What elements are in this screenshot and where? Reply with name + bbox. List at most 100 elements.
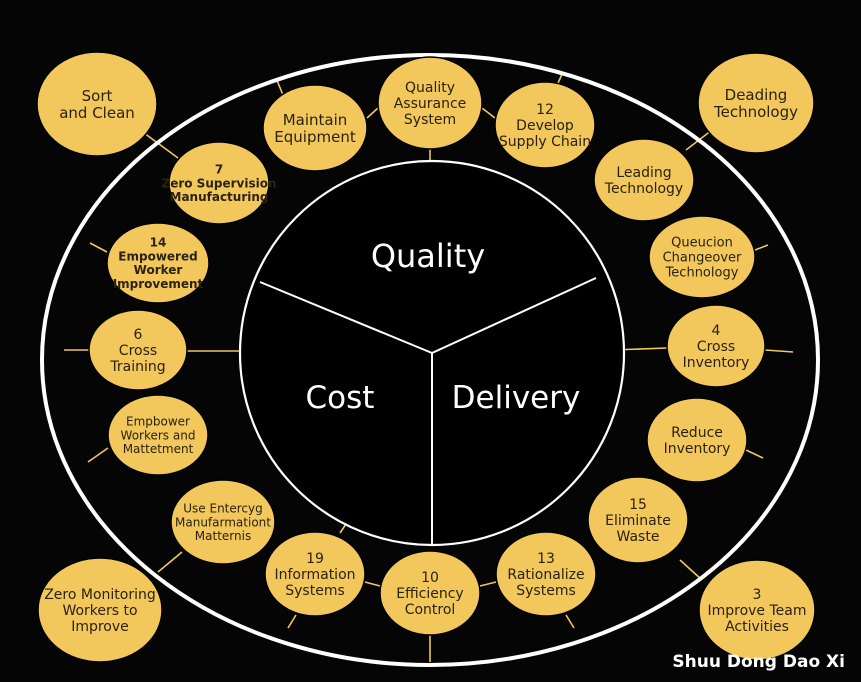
node-label: Cross <box>119 343 157 359</box>
cross-inventory-to-ring-link <box>764 349 794 353</box>
node-label: 12 <box>536 102 554 118</box>
node-label: Manufacturing <box>170 190 269 204</box>
node-label: Maintain <box>283 111 348 129</box>
node-label: 14 <box>150 236 167 250</box>
node-label: Assurance <box>394 96 467 112</box>
node-circle <box>377 56 483 150</box>
maintain-to-qas-link <box>366 107 379 119</box>
node-label: Inventory <box>683 355 750 371</box>
node-circle <box>168 141 270 225</box>
core-divider-left <box>259 281 433 354</box>
node-label: Efficiency <box>396 586 463 602</box>
node-circle <box>170 479 276 565</box>
node-label: Worker <box>134 263 183 277</box>
node-label: Waste <box>617 529 660 545</box>
node-circle <box>37 557 163 663</box>
node-label: Use Entercyg <box>183 502 263 516</box>
node-label: Technology <box>604 181 683 197</box>
reduce-to-ring-link <box>745 449 764 459</box>
outer-ring <box>40 53 820 667</box>
node-label: Inventory <box>664 441 731 457</box>
node-circle <box>379 550 481 636</box>
node-label: Improvement <box>113 277 204 291</box>
node-label: Manufarmationt <box>175 515 271 529</box>
zero-monitoring-link <box>157 551 183 573</box>
node-label: Supply Chain <box>499 134 591 150</box>
node-label: 6 <box>134 327 143 343</box>
core-label-cost: Cost <box>306 380 375 416</box>
empower-to-ring-link <box>87 447 109 463</box>
node-label: Develop <box>516 118 574 134</box>
node-label: and Clean <box>59 104 135 122</box>
node-label: 15 <box>629 497 647 513</box>
node-label: Sort <box>82 87 113 105</box>
node-label: Deading <box>725 86 788 104</box>
node-label: Equipment <box>274 128 356 146</box>
efficiency-to-info-link <box>364 581 381 587</box>
node-label: Queucion <box>671 236 733 251</box>
node-label: Mattetment <box>123 442 194 456</box>
rationalize-to-ring-link <box>565 614 575 629</box>
node-circle <box>666 304 766 388</box>
efficiency-to-rationalize-link <box>479 581 497 587</box>
node-label: Workers to <box>62 603 137 619</box>
node-circle <box>88 309 188 391</box>
node-circle <box>587 476 689 564</box>
node-label: Technology <box>713 103 798 121</box>
core-divider-right <box>431 277 597 354</box>
node-label: Control <box>405 602 456 618</box>
node-label: 3 <box>753 587 762 603</box>
node-label: Reduce <box>671 425 723 441</box>
node-label: 7 <box>215 163 223 177</box>
improve-team-link <box>679 559 703 581</box>
node-label: Quality <box>405 80 455 96</box>
node-label: Zero Monitoring <box>44 587 156 603</box>
qcd-core: Quality Cost Delivery <box>238 159 626 547</box>
node-label: 4 <box>712 323 721 339</box>
node-label: Information <box>274 567 355 583</box>
node-label: System <box>404 112 456 128</box>
node-label: 10 <box>421 570 439 586</box>
node-label: Matternis <box>195 529 251 543</box>
node-label: Training <box>109 359 165 375</box>
node-circle <box>593 138 695 222</box>
node-circle <box>107 394 209 476</box>
node-label: Activities <box>725 619 789 635</box>
node-circle <box>264 531 366 617</box>
node-circle <box>106 222 210 304</box>
node-label: Improve <box>71 619 129 635</box>
node-circle <box>36 51 158 157</box>
node-circle <box>495 531 597 617</box>
node-label: Rationalize <box>507 567 584 583</box>
watermark: Shuu Dong Dao Xi <box>672 652 845 672</box>
empowered-to-ring-link <box>89 242 108 253</box>
quick-changeover-to-ring-link <box>754 244 769 251</box>
node-label: Empowered <box>118 249 197 263</box>
core-label-delivery: Delivery <box>452 380 581 416</box>
node-circle <box>648 215 756 299</box>
node-label: Empbower <box>126 415 190 429</box>
node-label: Eliminate <box>605 513 671 529</box>
node-label: Systems <box>516 583 576 599</box>
